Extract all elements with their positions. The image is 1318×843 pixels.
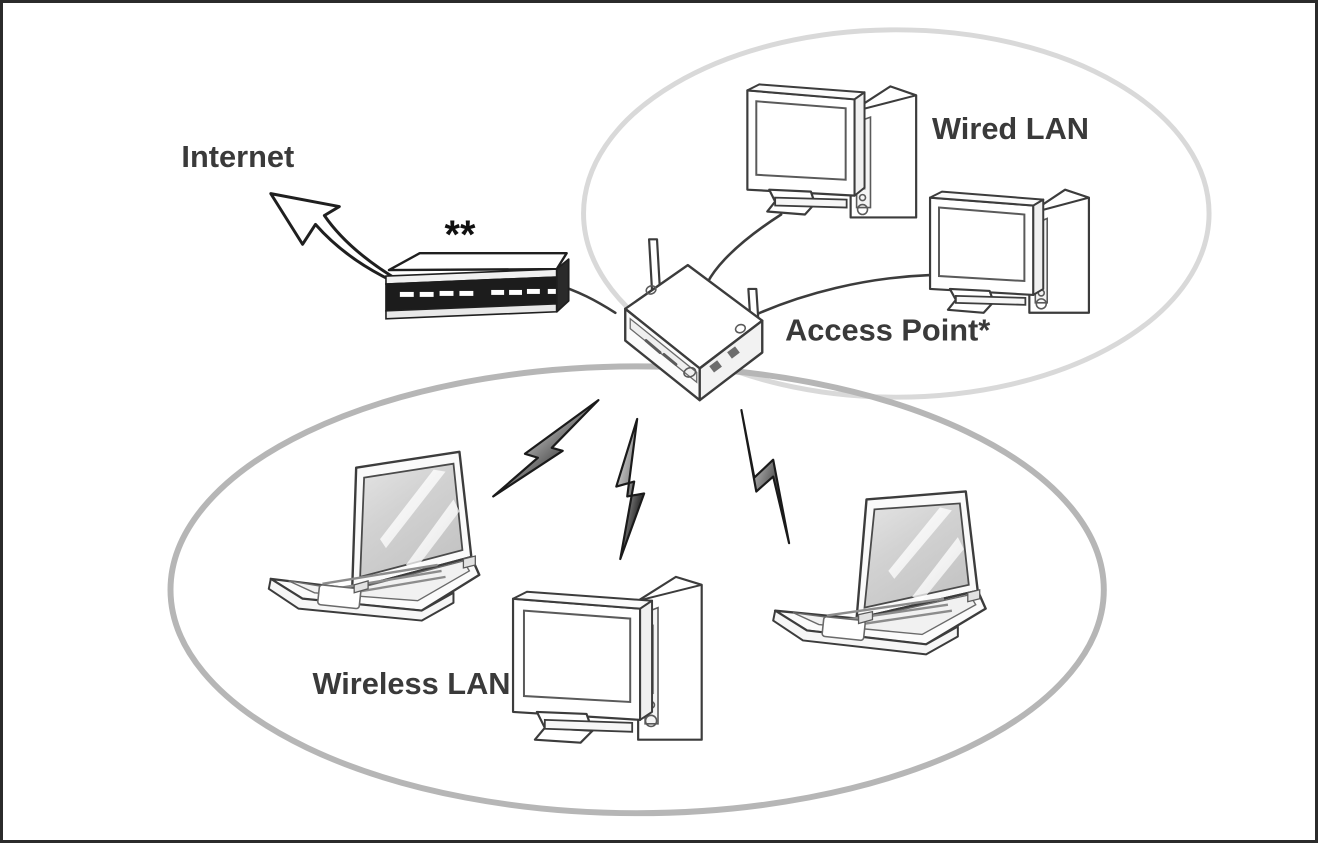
wired-desktop-pc-right [928, 188, 1091, 314]
wired-lan-ellipse [581, 27, 1212, 400]
zone-wired-lan [581, 27, 1212, 400]
access-point-label: Access Point* [785, 313, 990, 348]
diagram-canvas: Internet ** Access Point* Wired LAN Wire… [167, 27, 1212, 817]
zone-wireless-lan [167, 363, 1107, 817]
access-point-device [624, 238, 764, 402]
internet-label: Internet [181, 139, 294, 174]
modem-footnote-label: ** [445, 213, 476, 257]
antenna-left [647, 238, 662, 293]
wireless-laptop-left [267, 450, 481, 622]
wireless-signal-left [492, 399, 600, 498]
wireless-lan-ellipse [167, 363, 1107, 817]
wired-lan-label: Wired LAN [932, 111, 1089, 146]
wired-desktop-pc-top [746, 83, 918, 219]
wireless-signal-center [615, 417, 646, 561]
wireless-desktop-pc [511, 575, 703, 744]
modem-device [385, 252, 570, 320]
wireless-laptop-right [772, 490, 987, 656]
wireless-lan-label: Wireless LAN [312, 666, 510, 701]
wireless-signal-right [740, 408, 791, 545]
